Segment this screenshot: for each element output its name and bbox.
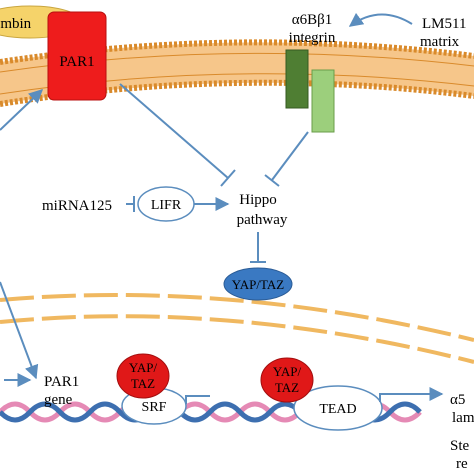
yap-taz-nuclear-tead: YAP/ TAZ	[260, 357, 314, 403]
arrow-lm511-to-integrin	[348, 12, 413, 27]
par1-gene-line2: gene	[44, 392, 73, 408]
yap-taz-cytoplasmic: YAP/TAZ	[223, 267, 293, 301]
tead: TEAD	[293, 385, 383, 431]
lm511-label-line1: LM511	[422, 16, 466, 32]
stem-label-line2: re	[456, 456, 468, 472]
yap-nuc2-line2: TAZ	[275, 380, 299, 395]
arrow-srf-promoter	[185, 395, 210, 404]
connectors	[0, 12, 444, 404]
par1-label: PAR1	[59, 54, 94, 70]
yap-taz-label: YAP/TAZ	[232, 277, 284, 292]
lifr-label: LIFR	[151, 198, 182, 213]
arrow-left-to-par1-gene	[0, 281, 39, 380]
stem-label-line1: Ste	[450, 438, 470, 454]
mirna125-label: miRNA125	[42, 198, 112, 214]
yap-taz-nuclear-srf: YAP/ TAZ	[116, 353, 170, 399]
target-gene-line2: lam	[452, 410, 474, 426]
hippo-label-line1: Hippo	[239, 192, 277, 208]
yap-nuc2-line1: YAP/	[273, 364, 302, 379]
hippo-label-line2: pathway	[237, 212, 288, 228]
par1-gene-line1: PAR1	[44, 374, 79, 390]
srf-label: SRF	[142, 400, 167, 415]
integrin-label-line1: α6Bβ1	[292, 12, 333, 28]
par1-gene: PAR1 gene	[44, 374, 79, 408]
target-gene-line1: α5	[450, 392, 465, 408]
arrow-left-to-par1	[0, 89, 44, 131]
integrin-label-line2: integrin	[289, 30, 336, 46]
lifr: LIFR	[137, 186, 195, 222]
thrombin-label: ombin	[0, 16, 32, 32]
arrow-tead-to-target	[379, 387, 444, 402]
integrin: α6Bβ1 integrin	[285, 12, 336, 133]
lm511-label-line2: matrix	[420, 34, 460, 50]
inhibit-par1-hippo	[119, 83, 229, 179]
yap-nuc1-line2: TAZ	[131, 376, 155, 391]
nuclear-envelope	[0, 293, 474, 364]
yap-nuc1-line1: YAP/	[129, 360, 158, 375]
hippo-pathway: Hippo pathway	[237, 192, 288, 228]
lm511-matrix: LM511 matrix	[420, 16, 466, 50]
par1-receptor: PAR1	[47, 11, 107, 101]
tead-label: TEAD	[319, 402, 356, 417]
inhibit-integrin-hippo	[271, 131, 309, 181]
